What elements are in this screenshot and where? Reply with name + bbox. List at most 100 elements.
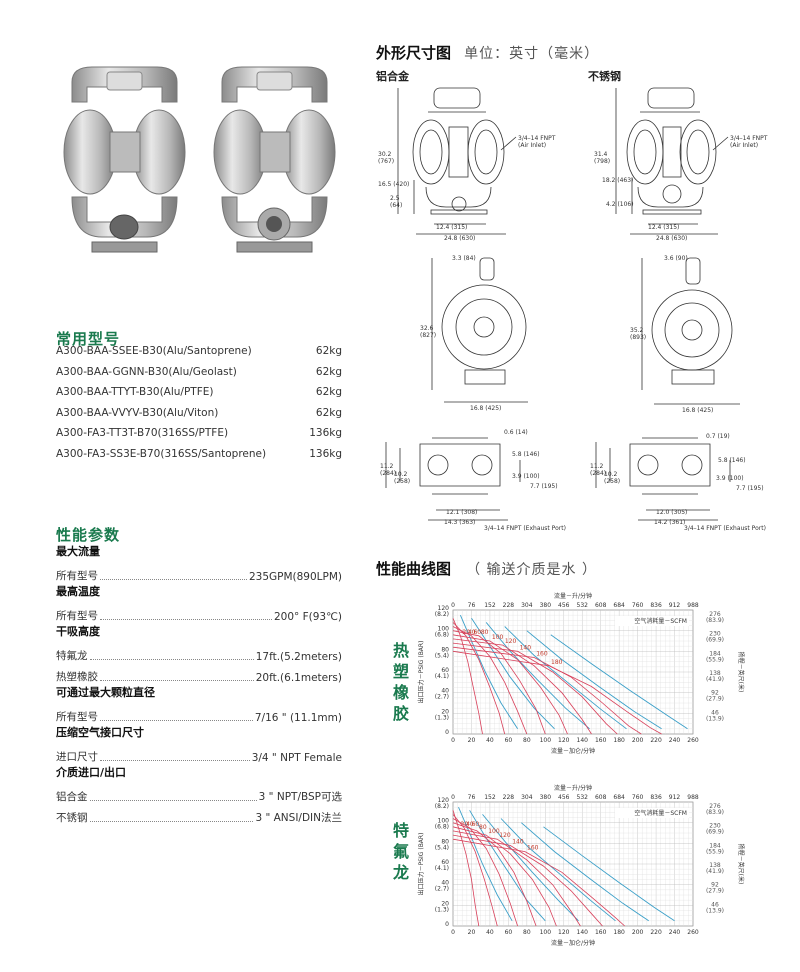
- top-tick-label: 0: [451, 602, 455, 609]
- top-tick-label: 228: [503, 794, 515, 801]
- top-tick-label: 304: [521, 794, 533, 801]
- model-name: A300-FA3-TT3T-B70(316SS/PTFE): [56, 427, 229, 439]
- top-tick-label: 608: [595, 794, 607, 801]
- spec-leader: [100, 680, 254, 681]
- top-tick-label: 836: [650, 602, 662, 609]
- top-tick-label: 380: [540, 602, 552, 609]
- spec-key: 所有型号: [56, 610, 98, 622]
- model-name: A300-BAA-SSEE-B30(Alu/Santoprene): [56, 345, 252, 357]
- spec-value: 3 " NPT/BSP可选: [258, 791, 342, 803]
- air-curve: [452, 618, 483, 735]
- alu-top-w2: 14.3 (363): [444, 519, 475, 526]
- air-curve-label: 120: [505, 638, 517, 645]
- spec-value: 235GPM(890LPM): [248, 571, 342, 583]
- y-tick-label: 40(2.7): [435, 880, 449, 893]
- drawing-ss-front: 31.4(798) 18.2 (463) 4.2 (106) 12.4 (315…: [594, 87, 768, 242]
- top-tick-label: 760: [632, 794, 644, 801]
- bottom-tick-label: 180: [613, 929, 625, 936]
- top-tick-label: 836: [650, 794, 662, 801]
- spec-group-label: 压缩空气接口尺寸: [56, 726, 144, 739]
- model-weight: 62kg: [315, 406, 342, 419]
- y-axis-label: 出口压力－PSIG (BAR): [417, 641, 425, 704]
- air-curve-label: 20: [462, 629, 470, 636]
- alu-top-h1: 11.2(284): [380, 463, 396, 477]
- ss-exhaust: 3/4–14 FNPT (Exhaust Port): [684, 525, 766, 532]
- air-curve: [452, 630, 546, 735]
- air-curve: [452, 838, 625, 927]
- air-curve: [452, 810, 480, 927]
- air-curve-label: 160: [536, 651, 548, 658]
- chart1-side-label: 热塑橡胶: [392, 640, 410, 724]
- alu-side-height: 32.6(827): [420, 325, 436, 339]
- legend-bg: [615, 616, 689, 626]
- y-right-tick-label: 92(27.9): [706, 690, 724, 703]
- ss-side-width: 16.8 (425): [682, 407, 713, 414]
- y-right-axis-label: 扬程－英尺(米): [737, 652, 745, 693]
- side-label-char: 特: [392, 821, 409, 840]
- y-tick-label: 60(4.1): [435, 667, 449, 680]
- model-name: A300-BAA-VVYV-B30(Alu/Viton): [56, 406, 219, 419]
- alu-dim-mid: 16.5 (420): [378, 181, 409, 188]
- bottom-tick-label: 240: [669, 929, 681, 936]
- pump-photo-stainless: [213, 66, 336, 253]
- flow-curve: [471, 618, 555, 730]
- spec-leader: [89, 821, 254, 822]
- side-label-char: 龙: [392, 863, 409, 882]
- legend-label: 空气消耗量－SCFM: [634, 617, 687, 625]
- spec-key: 进口尺寸: [56, 751, 98, 763]
- air-curve-label: 100: [488, 828, 500, 835]
- y-right-tick-label: 184(55.9): [706, 842, 724, 855]
- drawing-alu-top: 0.6 (14) 5.8 (146) 3.9 (100) 7.7 (195) 1…: [380, 429, 566, 532]
- models-title: 常用型号: [56, 330, 121, 348]
- dims-unit: 单位：英寸（毫米）: [464, 46, 600, 62]
- top-tick-label: 684: [613, 794, 625, 801]
- spec-group-label: 最高温度: [56, 585, 100, 598]
- drawing-ss-side: 3.6 (90) 35.2(893) 16.8 (425): [630, 255, 740, 414]
- perf-sub: （ 输送介质是水 ）: [466, 562, 598, 578]
- bottom-tick-label: 200: [632, 737, 644, 744]
- bottom-tick-label: 160: [595, 929, 607, 936]
- air-curve-label: 140: [512, 838, 524, 845]
- chart2-side-label: 特氟龙: [392, 820, 410, 883]
- top-tick-label: 456: [558, 794, 570, 801]
- bottom-tick-label: 200: [632, 929, 644, 936]
- ss-dim-mid: 18.2 (463): [602, 177, 633, 184]
- model-row: A300-BAA-GGNN-B30(Alu/Geolast)62kg: [56, 366, 342, 387]
- model-row: A300-FA3-TT3T-B70(316SS/PTFE)136kg: [56, 427, 342, 448]
- top-tick-label: 988: [687, 602, 699, 609]
- y-tick-label: 80(5.4): [435, 838, 449, 851]
- flow-curve: [543, 826, 675, 922]
- dims-title: 外形尺寸图: [376, 44, 452, 62]
- y-right-tick-label: 276(83.9): [706, 611, 724, 624]
- ss-top-d: 7.7 (195): [736, 485, 764, 492]
- air-curve: [452, 638, 592, 735]
- air-curve: [452, 634, 568, 735]
- alu-top-w1: 12.1 (308): [446, 509, 477, 516]
- bottom-tick-label: 220: [650, 929, 662, 936]
- spec-key: 所有型号: [56, 711, 98, 723]
- top-tick-label: 304: [521, 602, 533, 609]
- spec-leader: [100, 579, 247, 580]
- air-curve-label: 40: [466, 821, 474, 828]
- top-tick-label: 684: [613, 602, 625, 609]
- bottom-tick-label: 60: [505, 929, 513, 936]
- air-curve-label: 80: [479, 824, 487, 831]
- flow-curve: [504, 626, 627, 730]
- alu-dim-w2: 24.8 (630): [444, 235, 475, 242]
- bottom-tick-label: 120: [558, 929, 570, 936]
- spec-value: 7/16 " (11.1mm): [254, 712, 342, 724]
- ss-air-inlet: 3/4–14 FNPT(Air Inlet): [730, 135, 768, 149]
- bottom-tick-label: 80: [523, 737, 531, 744]
- bottom-tick-label: 240: [669, 737, 681, 744]
- side-label-char: 胶: [392, 704, 409, 723]
- alu-top-a: 0.6 (14): [504, 429, 528, 436]
- y-right-tick-label: 184(55.9): [706, 650, 724, 663]
- y-right-tick-label: 138(41.9): [706, 670, 724, 683]
- alu-side-width: 16.8 (425): [470, 405, 501, 412]
- y-right-tick-label: 46(13.9): [706, 709, 724, 722]
